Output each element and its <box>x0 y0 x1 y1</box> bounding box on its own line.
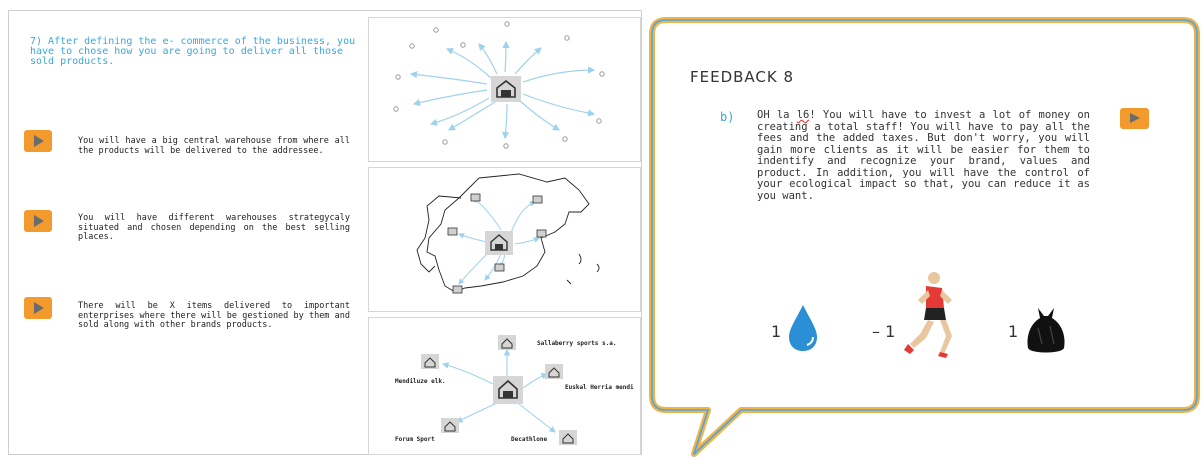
partner-label-euskal: Euskal Herria mendi <box>565 384 634 391</box>
stat-garbage-value: 1 <box>1008 322 1019 341</box>
partner-label-mendiluze: Mendiluze elk. <box>395 378 446 385</box>
feedback-text-rest: ! You will have to invest a lot of money… <box>757 109 1091 202</box>
stat-water-value: 1 <box>771 322 782 341</box>
feedback-title: FEEDBACK 8 <box>690 68 795 86</box>
question-text: 7) After defining the e- commerce of the… <box>30 36 356 67</box>
option-3-play-button[interactable] <box>24 297 52 319</box>
feedback-next-button[interactable] <box>1120 108 1149 129</box>
partner-label-decathlone: Decathlone <box>511 436 548 443</box>
regional-warehouses-map <box>368 167 641 312</box>
stat-runner-value: – 1 <box>872 322 896 341</box>
runner-icon <box>904 272 952 358</box>
option-3-text: There will be X items delivered to impor… <box>78 301 350 330</box>
water-drop-icon <box>789 305 817 351</box>
option-1-text: You will have a big central warehouse fr… <box>78 136 350 156</box>
feedback-option-letter: b) <box>720 110 735 124</box>
partner-enterprises-diagram: Sallaberry sports s.a. Mendiluze elk. Eu… <box>368 317 641 455</box>
feedback-text-start: OH la <box>757 109 797 121</box>
option-2-play-button[interactable] <box>24 210 52 232</box>
feedback-text: OH la l6! You will have to invest a lot … <box>757 109 1091 202</box>
central-warehouse-diagram <box>368 17 641 162</box>
option-2-text: You will have different warehouses strat… <box>78 213 350 242</box>
partner-label-salaberry: Sallaberry sports s.a. <box>537 340 617 347</box>
feedback-text-misspelled: l6 <box>796 109 810 121</box>
partner-label-forum: Forum Sport <box>395 436 435 443</box>
garbage-bag-icon <box>1027 308 1065 353</box>
option-1-play-button[interactable] <box>24 130 52 152</box>
